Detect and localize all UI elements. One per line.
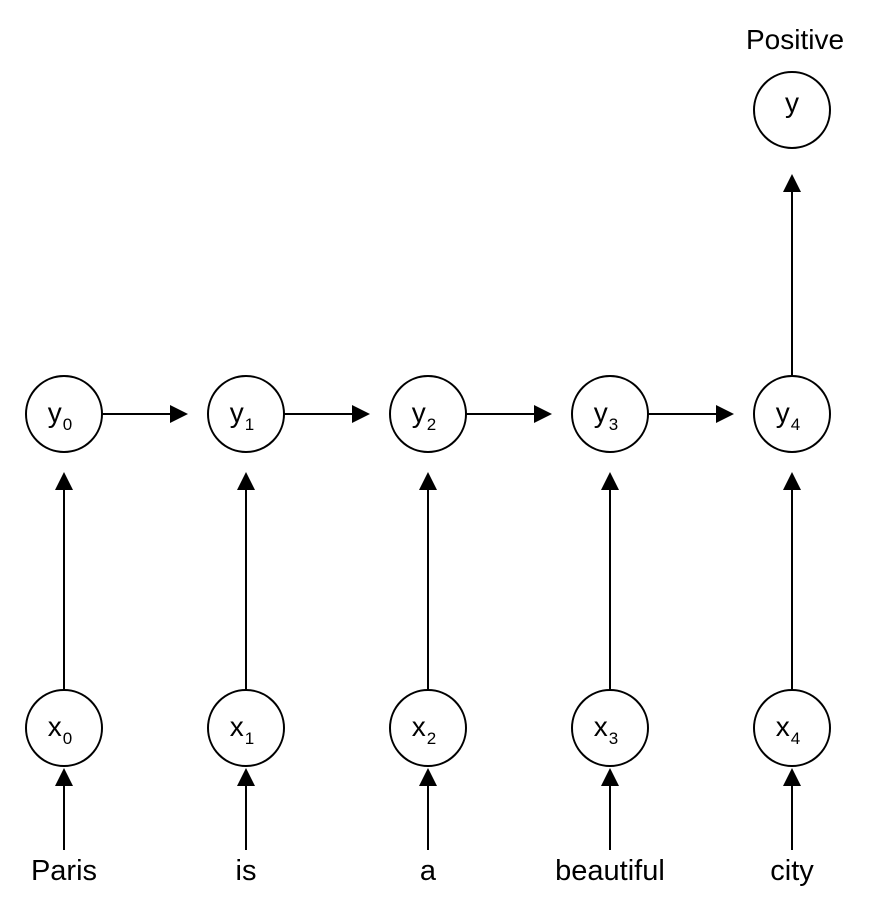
input-to-hidden-arrow — [601, 472, 619, 690]
hidden-to-output-arrow — [783, 174, 801, 376]
input-to-hidden-arrow-head — [55, 472, 73, 490]
hidden-node: y0 — [25, 375, 103, 453]
input-node-circle — [571, 689, 649, 767]
hidden-node-label: y4 — [776, 397, 800, 434]
recurrent-arrow — [102, 405, 188, 423]
input-node-subscript: 4 — [791, 729, 800, 748]
input-node-subscript: 1 — [245, 729, 254, 748]
hidden-node-subscript: 4 — [791, 415, 800, 434]
word-to-input-arrow — [55, 768, 73, 850]
hidden-node-base: y — [412, 397, 426, 428]
hidden-node-base: y — [230, 397, 244, 428]
input-node: x4 — [753, 689, 831, 767]
hidden-node-circle — [389, 375, 467, 453]
hidden-node-subscript: 1 — [245, 415, 254, 434]
hidden-node-label: y2 — [412, 397, 436, 434]
output-node — [753, 71, 831, 149]
hidden-node-label: y0 — [48, 397, 72, 434]
hidden-node-base: y — [48, 397, 62, 428]
recurrent-arrow-head — [352, 405, 370, 423]
input-to-hidden-arrow — [419, 472, 437, 690]
hidden-node-label: y1 — [230, 397, 254, 434]
edges-layer — [55, 174, 801, 850]
hidden-node-subscript: 2 — [427, 415, 436, 434]
input-node-base: x — [230, 711, 244, 742]
word-label: a — [420, 855, 437, 887]
input-to-hidden-arrow — [783, 472, 801, 690]
recurrent-arrow — [284, 405, 370, 423]
word-label: beautiful — [555, 855, 665, 887]
hidden-node: y2 — [389, 375, 467, 453]
words-layer: Paris is a beautiful city — [31, 855, 814, 887]
hidden-to-output-arrow-head — [783, 174, 801, 192]
recurrent-arrow — [648, 405, 734, 423]
output-layer: Positive y — [746, 24, 844, 149]
input-node-base: x — [776, 711, 790, 742]
hidden-node-label: y3 — [594, 397, 618, 434]
hidden-node-base: y — [776, 397, 790, 428]
input-node-subscript: 2 — [427, 729, 436, 748]
word-to-input-arrow-head — [783, 768, 801, 786]
word-to-input-arrow-head — [55, 768, 73, 786]
input-to-hidden-arrow-head — [601, 472, 619, 490]
hidden-node-circle — [207, 375, 285, 453]
hidden-node: y1 — [207, 375, 285, 453]
input-node-label: x0 — [48, 711, 72, 748]
hidden-node: y3 — [571, 375, 649, 453]
input-node-subscript: 0 — [63, 729, 72, 748]
input-to-hidden-arrow-head — [783, 472, 801, 490]
hidden-node-base: y — [594, 397, 608, 428]
recurrent-arrow-head — [170, 405, 188, 423]
output-caption: Positive — [746, 24, 844, 55]
input-node-circle — [389, 689, 467, 767]
input-node: x3 — [571, 689, 649, 767]
input-node-base: x — [48, 711, 62, 742]
hidden-node-circle — [25, 375, 103, 453]
word-label: city — [770, 855, 814, 887]
input-node: x0 — [25, 689, 103, 767]
hidden-node-circle — [571, 375, 649, 453]
input-node: x1 — [207, 689, 285, 767]
input-node-circle — [207, 689, 285, 767]
hidden-node-circle — [753, 375, 831, 453]
word-to-input-arrow-head — [237, 768, 255, 786]
word-to-input-arrow-head — [419, 768, 437, 786]
hidden-node-subscript: 0 — [63, 415, 72, 434]
input-to-hidden-arrow-head — [419, 472, 437, 490]
input-node-subscript: 3 — [609, 729, 618, 748]
word-label: is — [236, 855, 257, 887]
input-node-label: x4 — [776, 711, 800, 748]
word-to-input-arrow — [783, 768, 801, 850]
word-to-input-arrow — [419, 768, 437, 850]
recurrent-arrow-head — [534, 405, 552, 423]
input-node-base: x — [594, 711, 608, 742]
input-node-circle — [753, 689, 831, 767]
word-to-input-arrow-head — [601, 768, 619, 786]
input-node-circle — [25, 689, 103, 767]
recurrent-arrow-head — [716, 405, 734, 423]
word-to-input-arrow — [237, 768, 255, 850]
input-node-label: x2 — [412, 711, 436, 748]
input-node-base: x — [412, 711, 426, 742]
hidden-node: y4 — [753, 375, 831, 453]
input-node: x2 — [389, 689, 467, 767]
input-to-hidden-arrow-head — [237, 472, 255, 490]
recurrent-arrow — [466, 405, 552, 423]
input-node-label: x3 — [594, 711, 618, 748]
input-node-label: x1 — [230, 711, 254, 748]
word-to-input-arrow — [601, 768, 619, 850]
output-node-label: y — [785, 87, 799, 118]
hidden-node-subscript: 3 — [609, 415, 618, 434]
input-to-hidden-arrow — [237, 472, 255, 690]
word-label: Paris — [31, 855, 97, 887]
input-to-hidden-arrow — [55, 472, 73, 690]
